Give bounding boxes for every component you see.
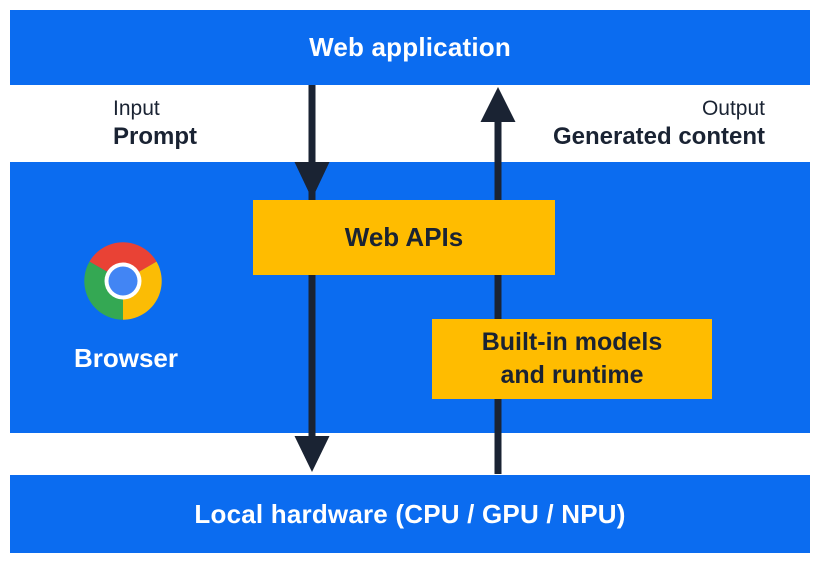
web-application-label: Web application — [309, 32, 511, 62]
web-apis-label: Web APIs — [344, 222, 464, 252]
output-label-group: Output Generated content — [553, 96, 765, 152]
local-hardware-label: Local hardware (CPU / GPU / NPU) — [194, 498, 626, 529]
local-hardware-bar: Local hardware (CPU / GPU / NPU) — [10, 475, 810, 553]
output-value: Generated content — [552, 123, 765, 150]
browser-label: Browser — [73, 343, 179, 373]
builtin-models-line1: Built-in models — [481, 328, 663, 356]
chrome-browser-icon — [84, 242, 162, 320]
builtin-models-box: Built-in models and runtime — [432, 319, 712, 399]
web-application-bar: Web application — [10, 10, 810, 85]
input-caption: Input — [113, 97, 160, 120]
output-caption: Output — [701, 97, 765, 120]
input-value: Prompt — [113, 123, 197, 150]
builtin-models-line2: and runtime — [500, 361, 644, 389]
web-apis-box: Web APIs — [253, 200, 555, 275]
input-label-group: Input Prompt — [113, 96, 197, 152]
